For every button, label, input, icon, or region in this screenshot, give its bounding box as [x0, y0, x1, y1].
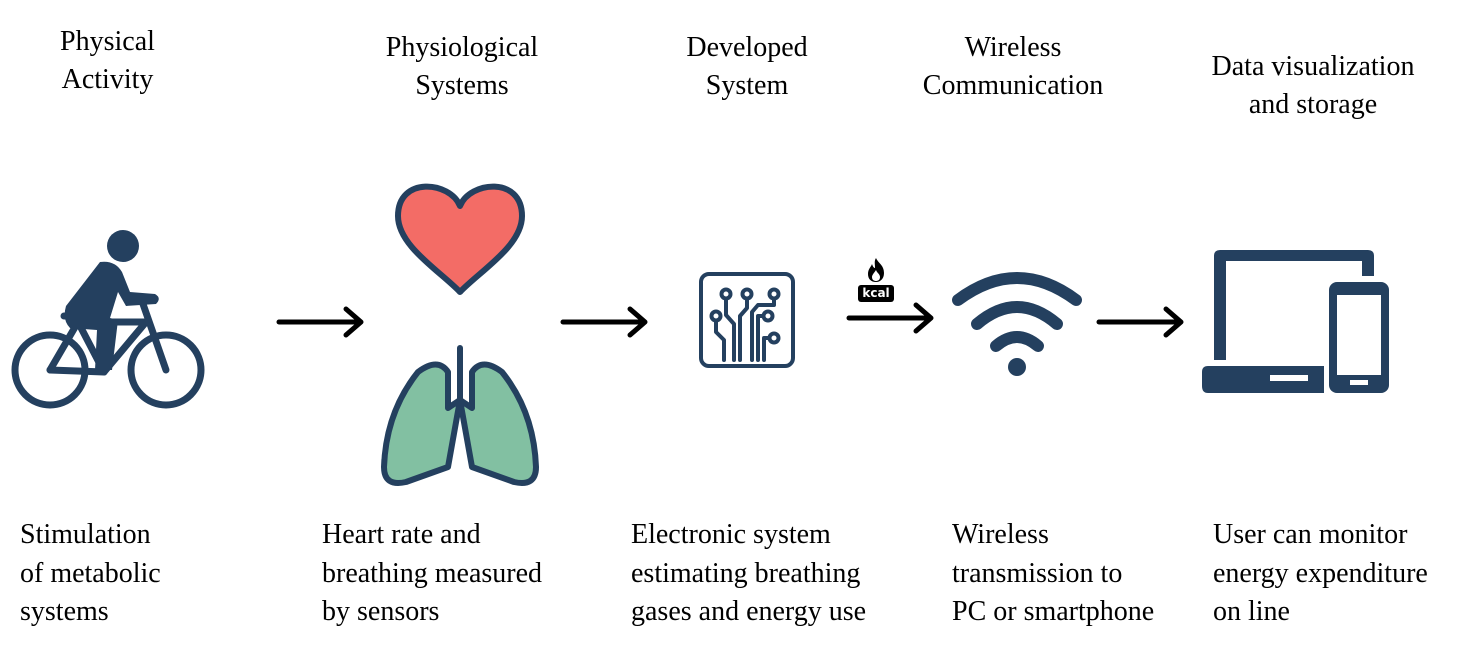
stage-description-developed-system: Electronic system estimating breathing g… [631, 516, 866, 632]
stage-description-physiological-systems: Heart rate and breathing measured by sen… [322, 516, 542, 632]
arrow-1 [276, 306, 364, 338]
description-line: on line [1213, 596, 1290, 627]
description-line: breathing measured [322, 557, 543, 589]
cyclist-icon [11, 230, 205, 409]
laptop-and-phone-icon [1202, 250, 1389, 393]
title-line: Physiological [385, 32, 539, 63]
title-line: Systems [415, 70, 509, 101]
stage-title-data-visualization: Data visualization and storage [1188, 48, 1438, 124]
title-line: Activity [61, 64, 154, 95]
flame-icon [868, 258, 884, 282]
description-line: Electronic system [631, 519, 831, 550]
wifi-icon [952, 272, 1082, 376]
kcal-badge: kcal [858, 285, 894, 302]
heart-icon [395, 183, 525, 295]
kcal-label: kcal [862, 286, 890, 300]
description-line: User can monitor [1213, 519, 1408, 550]
stage-description-data-visualization: User can monitor energy expenditure on l… [1213, 516, 1428, 632]
description-line: of metabolic [20, 557, 161, 589]
lungs-icon [381, 345, 539, 486]
description-line: estimating breathing [631, 557, 861, 589]
arrow-2 [560, 306, 648, 338]
description-line: by sensors [322, 596, 440, 627]
circuit-board-icon [699, 272, 795, 368]
title-line: Data visualization [1211, 51, 1415, 82]
description-line: Stimulation [20, 519, 151, 550]
description-line: energy expenditure [1213, 557, 1428, 589]
stage-title-wireless-communication: Wireless Communication [903, 29, 1123, 105]
description-line: Heart rate and [322, 519, 481, 550]
title-line: Communication [922, 70, 1104, 101]
description-line: transmission to [952, 557, 1123, 589]
description-line: Wireless [952, 519, 1049, 550]
title-line: System [705, 70, 789, 101]
arrow-4 [1096, 306, 1184, 338]
arrow-3 [846, 302, 934, 334]
title-line: Developed [686, 32, 808, 63]
stage-description-wireless-communication: Wireless transmission to PC or smartphon… [952, 516, 1154, 632]
title-line: Physical [60, 26, 155, 57]
title-line: Wireless [964, 32, 1062, 63]
description-line: systems [20, 596, 109, 627]
description-line: PC or smartphone [952, 596, 1155, 627]
stage-title-physical-activity: Physical Activity [40, 23, 175, 99]
stage-description-physical-activity: Stimulation of metabolic systems [20, 516, 161, 632]
title-line: and storage [1248, 89, 1378, 120]
stage-title-developed-system: Developed System [667, 29, 827, 105]
stage-title-physiological-systems: Physiological Systems [362, 29, 562, 105]
description-line: gases and energy use [631, 596, 867, 627]
